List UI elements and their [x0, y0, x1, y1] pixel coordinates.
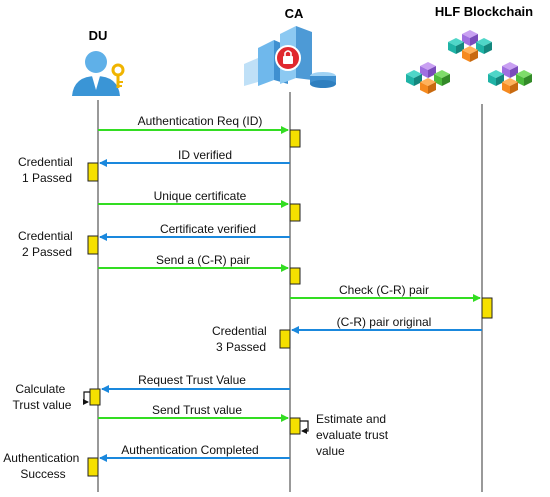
message-unique-cert: Unique certificate — [98, 189, 289, 208]
activation-box — [87, 235, 99, 255]
message-auth-req: Authentication Req (ID) — [98, 114, 289, 134]
activation-box — [289, 203, 301, 222]
block-cube — [406, 70, 422, 86]
message-check-cr: Check (C-R) pair — [290, 283, 481, 302]
message-label: (C-R) pair original — [337, 315, 432, 329]
block-cube — [476, 38, 492, 54]
user-key-icon — [72, 51, 125, 96]
block-cube — [502, 62, 518, 78]
message-label: Check (C-R) pair — [339, 283, 429, 297]
activation-box — [289, 417, 301, 435]
note-auth-success: Authentication Success — [3, 451, 82, 481]
message-label: Authentication Completed — [121, 443, 258, 457]
message-cr-original: (C-R) pair original — [291, 315, 482, 334]
activation-box — [279, 329, 291, 349]
blockchain-cubes-icon — [406, 30, 532, 94]
self-loop-arrow-ca — [300, 420, 309, 434]
note-credential-2: Credential 2 Passed — [18, 229, 76, 259]
note-credential-3: Credential 3 Passed — [212, 324, 270, 354]
message-label: ID verified — [178, 148, 232, 162]
block-cube — [462, 46, 478, 62]
actor-label-du: DU — [89, 28, 108, 43]
message-send-trust: Send Trust value — [98, 403, 289, 422]
message-label: Send Trust value — [152, 403, 242, 417]
block-cube — [420, 78, 436, 94]
activation-box — [481, 297, 493, 319]
message-label: Certificate verified — [160, 222, 256, 236]
activation-box — [87, 162, 99, 182]
message-label: Request Trust Value — [138, 373, 246, 387]
activation-box — [289, 129, 301, 148]
block-cube — [448, 38, 464, 54]
actor-label-hlf: HLF Blockchain — [435, 4, 533, 19]
certificate-authority-server-icon — [244, 26, 336, 88]
block-cube — [434, 70, 450, 86]
message-send-cr: Send a (C-R) pair — [98, 253, 289, 272]
activation-box — [89, 388, 101, 406]
note-credential-1: Credential 1 Passed — [18, 155, 76, 185]
block-cube — [462, 30, 478, 46]
message-cert-verified: Certificate verified — [99, 222, 290, 241]
message-id-verified: ID verified — [99, 148, 290, 167]
activation-box — [87, 457, 99, 477]
block-cube — [420, 62, 436, 78]
note-calculate-trust: Calculate Trust value — [13, 382, 72, 412]
message-label: Authentication Req (ID) — [138, 114, 263, 128]
message-auth-completed: Authentication Completed — [99, 443, 290, 462]
block-cube — [488, 70, 504, 86]
message-label: Unique certificate — [154, 189, 247, 203]
message-req-trust: Request Trust Value — [101, 373, 290, 393]
activation-box — [289, 267, 301, 285]
block-cube — [502, 78, 518, 94]
message-label: Send a (C-R) pair — [156, 253, 250, 267]
actor-label-ca: CA — [285, 6, 304, 21]
self-loop-arrow-du — [83, 391, 90, 405]
block-cube — [516, 70, 532, 86]
note-estimate-trust: Estimate and evaluate trust value — [316, 412, 391, 458]
